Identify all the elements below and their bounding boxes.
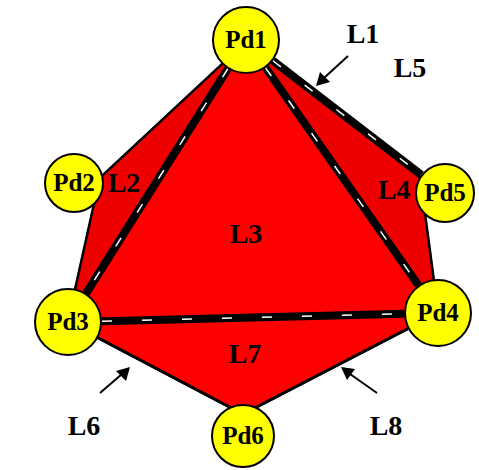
back-face [68, 42, 438, 414]
palladium-atom: Pd1 [212, 6, 280, 74]
bond-line [86, 69, 228, 293]
atom-label: Pd3 [47, 308, 89, 336]
bond-line [102, 314, 404, 321]
lower-face [68, 313, 438, 414]
front-face [68, 42, 438, 322]
palladium-atom: Pd3 [34, 288, 102, 356]
palladium-atom: Pd4 [404, 279, 472, 347]
ligand-label: L4 [378, 174, 411, 206]
ligand-label: L2 [108, 167, 141, 199]
ligand-label: L6 [68, 410, 101, 442]
ligand-label: L3 [230, 218, 263, 250]
atom-label: Pd2 [53, 169, 95, 197]
palladium-atom: Pd5 [415, 163, 475, 223]
ligand-label: L5 [394, 52, 427, 84]
atom-label: Pd5 [424, 179, 466, 207]
palladium-atom: Pd2 [44, 153, 104, 213]
palladium-atom: Pd6 [211, 404, 275, 468]
atom-label: Pd1 [225, 26, 267, 54]
ligand-label: L1 [347, 18, 380, 50]
atom-label: Pd6 [222, 422, 264, 450]
ligand-label: L7 [229, 338, 262, 370]
atom-label: Pd4 [417, 299, 459, 327]
ligand-label: L8 [370, 410, 403, 442]
bond-line [266, 68, 419, 285]
